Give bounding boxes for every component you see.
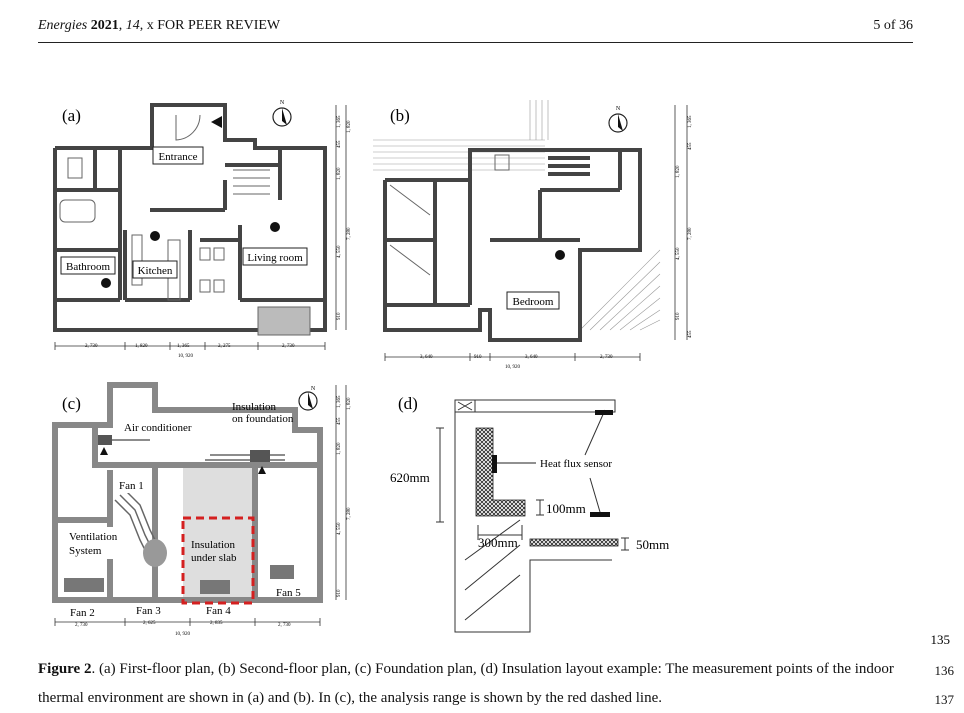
- running-head: Energies 2021, 14, x FOR PEER REVIEW: [38, 18, 281, 33]
- svg-text:2, 275: 2, 275: [218, 344, 231, 349]
- svg-text:3, 640: 3, 640: [525, 355, 538, 360]
- dim-300-label: 300mm: [478, 535, 518, 550]
- svg-text:10, 920: 10, 920: [178, 354, 194, 359]
- svg-text:4, 550: 4, 550: [337, 245, 342, 258]
- ventilation-system-label: System: [69, 545, 102, 557]
- svg-text:455: 455: [688, 330, 693, 338]
- caption-text: . (a) First-floor plan, (b) Second-floor…: [38, 661, 894, 706]
- svg-text:1, 365: 1, 365: [337, 115, 342, 128]
- svg-text:1, 820: 1, 820: [337, 442, 342, 455]
- svg-text:2, 625: 2, 625: [143, 621, 156, 626]
- svg-text:Ventilation: Ventilation: [69, 531, 118, 543]
- svg-text:2, 730: 2, 730: [282, 344, 295, 349]
- panel-c: (c) Air conditioner Insulation on founda…: [52, 382, 352, 637]
- fan4-label: Fan 4: [206, 605, 231, 617]
- height-620-label: 620mm: [390, 470, 430, 485]
- fan5-label: Fan 5: [276, 587, 301, 599]
- svg-text:1, 820: 1, 820: [347, 397, 352, 410]
- living-room-label: Living room: [247, 252, 303, 264]
- panel-b: (b) Bedroom N: [373, 100, 693, 370]
- svg-text:1, 365: 1, 365: [688, 115, 693, 128]
- svg-text:4, 550: 4, 550: [337, 522, 342, 535]
- svg-text:10, 920: 10, 920: [505, 365, 521, 370]
- fan1-label: Fan 1: [119, 480, 144, 492]
- caption-label: Figure 2: [38, 661, 92, 677]
- insulation-under-slab-label: under slab: [191, 552, 237, 564]
- air-conditioner-label: Air conditioner: [124, 422, 192, 434]
- dim-100-label: 100mm: [546, 501, 586, 516]
- north-arrow-icon: N: [298, 386, 318, 411]
- svg-text:10, 920: 10, 920: [175, 632, 191, 637]
- svg-text:4, 550: 4, 550: [676, 247, 681, 260]
- svg-text:N: N: [311, 386, 316, 392]
- svg-text:910: 910: [337, 589, 342, 597]
- svg-text:N: N: [280, 100, 285, 106]
- dim-50-label: 50mm: [636, 537, 669, 552]
- svg-text:910: 910: [474, 355, 482, 360]
- page-number: 5 of 36: [873, 18, 913, 33]
- svg-text:910: 910: [676, 312, 681, 320]
- line-number-136: 136: [934, 663, 955, 678]
- kitchen-label: Kitchen: [138, 265, 173, 277]
- svg-text:455: 455: [688, 142, 693, 150]
- page-header: Energies 2021, 14, x FOR PEER REVIEW 5 o…: [38, 14, 913, 43]
- svg-text:1, 820: 1, 820: [337, 167, 342, 180]
- svg-text:7, 280: 7, 280: [347, 507, 352, 520]
- heat-flux-sensor-label: Heat flux sensor: [540, 458, 612, 470]
- figure-caption: Figure 2. (a) First-floor plan, (b) Seco…: [38, 655, 923, 713]
- svg-text:1, 820: 1, 820: [347, 120, 352, 133]
- panel-a-label: (a): [62, 106, 81, 125]
- panel-d-label: (d): [398, 394, 418, 413]
- north-arrow-icon: N: [608, 106, 628, 133]
- svg-text:1, 820: 1, 820: [135, 344, 148, 349]
- bathroom-label: Bathroom: [66, 261, 110, 273]
- svg-text:2, 730: 2, 730: [85, 344, 98, 349]
- svg-text:455: 455: [337, 140, 342, 148]
- svg-text:N: N: [616, 106, 621, 112]
- svg-text:1, 365: 1, 365: [337, 395, 342, 408]
- fan2-label: Fan 2: [70, 607, 95, 619]
- svg-text:2, 730: 2, 730: [600, 355, 613, 360]
- svg-text:7, 280: 7, 280: [347, 227, 352, 240]
- svg-text:7, 280: 7, 280: [688, 227, 693, 240]
- panel-b-label: (b): [390, 106, 410, 125]
- north-arrow-icon: N: [272, 100, 292, 127]
- svg-text:Insulation: Insulation: [191, 539, 235, 551]
- panel-a: (a) Entrance Living room: [53, 100, 352, 359]
- svg-text:2, 730: 2, 730: [278, 623, 291, 628]
- line-number-137: 137: [934, 692, 955, 707]
- svg-text:1, 820: 1, 820: [676, 165, 681, 178]
- svg-text:2, 730: 2, 730: [75, 623, 88, 628]
- fan3-label: Fan 3: [136, 605, 161, 617]
- svg-text:910: 910: [337, 312, 342, 320]
- panel-c-label: (c): [62, 394, 81, 413]
- svg-text:2, 835: 2, 835: [210, 621, 223, 626]
- svg-text:455: 455: [337, 417, 342, 425]
- panel-d: (d) 620mm Heat flux sens: [390, 394, 669, 633]
- bedroom-label: Bedroom: [513, 296, 554, 308]
- insulation-on-foundation-label: on foundation: [232, 413, 294, 425]
- entrance-label: Entrance: [158, 151, 197, 163]
- svg-text:1, 365: 1, 365: [177, 344, 190, 349]
- svg-text:3, 640: 3, 640: [420, 355, 433, 360]
- line-number-135: 135: [931, 632, 951, 647]
- svg-text:Insulation: Insulation: [232, 401, 276, 413]
